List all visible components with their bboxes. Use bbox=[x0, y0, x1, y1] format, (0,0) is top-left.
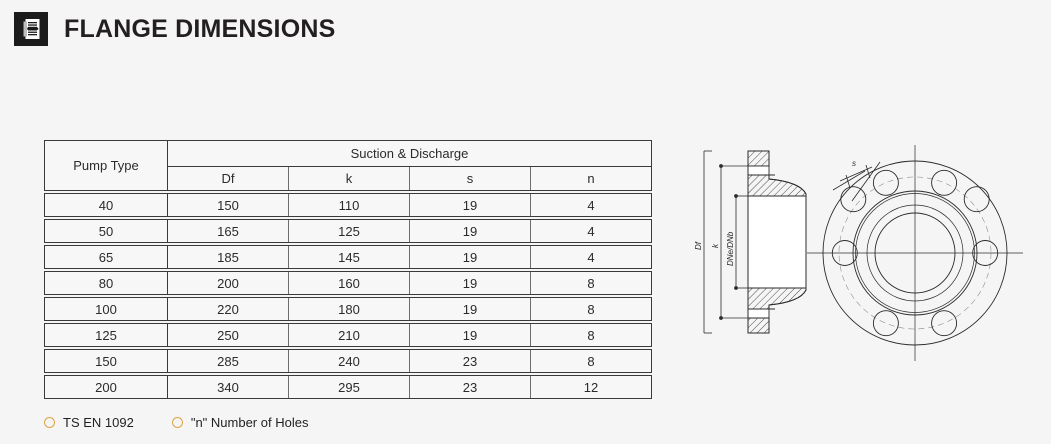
table-row: 65 185 145 19 4 bbox=[44, 245, 652, 269]
cell-s: 19 bbox=[410, 298, 531, 320]
legend-item-standard: TS EN 1092 bbox=[44, 415, 134, 430]
cell-pump-type: 65 bbox=[45, 246, 168, 268]
table-row: 50 165 125 19 4 bbox=[44, 219, 652, 243]
cell-pump-type: 100 bbox=[45, 298, 168, 320]
cell-k: 110 bbox=[289, 194, 410, 216]
legend-label: TS EN 1092 bbox=[63, 415, 134, 430]
cell-df: 220 bbox=[168, 298, 289, 320]
dimension-label-k: k bbox=[711, 243, 720, 248]
dimension-label-s: s bbox=[852, 159, 856, 168]
cell-df: 250 bbox=[168, 324, 289, 346]
bolt-hole bbox=[963, 186, 990, 213]
column-group-title: Suction & Discharge bbox=[168, 141, 651, 167]
cell-df: 150 bbox=[168, 194, 289, 216]
cell-df: 165 bbox=[168, 220, 289, 242]
table-row: 100 220 180 19 8 bbox=[44, 297, 652, 321]
cell-k: 295 bbox=[289, 376, 410, 398]
cell-n: 4 bbox=[587, 223, 595, 239]
page-title: FLANGE DIMENSIONS bbox=[64, 14, 336, 43]
bolt-hole bbox=[831, 240, 858, 266]
cell-n: 4 bbox=[587, 249, 595, 265]
cell-df: 200 bbox=[168, 272, 289, 294]
cell-k: 210 bbox=[289, 324, 410, 346]
circle-marker-icon bbox=[44, 417, 55, 428]
bolt-hole bbox=[872, 169, 899, 196]
table-row: 150 285 240 23 8 bbox=[44, 349, 652, 373]
cell-n: 8 bbox=[587, 301, 595, 317]
cell-s: 23 bbox=[410, 350, 531, 372]
cell-s: 19 bbox=[410, 272, 531, 294]
flange-dimensions-table: Pump Type Suction & Discharge Df k s n 4… bbox=[44, 140, 652, 401]
bolt-hole bbox=[972, 240, 999, 266]
cell-pump-type: 200 bbox=[45, 376, 168, 398]
legend-item-holes: "n" Number of Holes bbox=[171, 415, 309, 430]
legend: TS EN 1092 "n" Number of Holes bbox=[44, 415, 308, 430]
table-row: 200 340 295 23 12 bbox=[44, 375, 652, 399]
bolt-hole bbox=[872, 310, 899, 337]
flange-front-view bbox=[807, 145, 1023, 361]
dimension-label-dne-dnb: DNe/DNb bbox=[726, 231, 735, 266]
cell-s: 19 bbox=[410, 194, 531, 216]
table-body: 40 150 110 19 4 50 165 125 19 4 65 185 1… bbox=[44, 193, 652, 399]
dimension-label-df: Df bbox=[694, 241, 703, 250]
cell-k: 145 bbox=[289, 246, 410, 268]
cell-n: 4 bbox=[587, 197, 595, 213]
cell-n: 8 bbox=[587, 327, 595, 343]
circle-marker-icon bbox=[171, 417, 183, 428]
cell-k: 240 bbox=[289, 350, 410, 372]
table-row: 80 200 160 19 8 bbox=[44, 271, 652, 295]
column-header-k: k bbox=[289, 167, 410, 190]
legend-label: "n" Number of Holes bbox=[190, 415, 309, 430]
cell-df: 340 bbox=[168, 376, 289, 398]
cell-n: 8 bbox=[587, 353, 595, 369]
cell-df: 185 bbox=[168, 246, 289, 268]
bolt-hole bbox=[931, 169, 958, 196]
cell-pump-type: 80 bbox=[45, 272, 168, 294]
table-header: Pump Type Suction & Discharge Df k s n bbox=[44, 140, 652, 191]
table-row: 125 250 210 19 8 bbox=[44, 323, 652, 347]
bolt-hole bbox=[840, 186, 867, 213]
cell-k: 180 bbox=[289, 298, 410, 320]
cell-k: 125 bbox=[289, 220, 410, 242]
cell-s: 19 bbox=[410, 246, 531, 268]
flange-section-view bbox=[747, 150, 807, 334]
cell-n: 12 bbox=[583, 379, 599, 395]
cell-s: 23 bbox=[410, 376, 531, 398]
cell-df: 285 bbox=[168, 350, 289, 372]
cell-n: 8 bbox=[587, 275, 595, 291]
cell-pump-type: 40 bbox=[45, 194, 168, 216]
column-header-df: Df bbox=[168, 167, 289, 190]
column-header-s: s bbox=[410, 167, 531, 190]
bolt-hole bbox=[931, 310, 958, 337]
flange-technical-drawing: Df k DNe/DNb bbox=[690, 138, 1045, 370]
cell-s: 19 bbox=[410, 324, 531, 346]
cell-s: 19 bbox=[410, 220, 531, 242]
column-header-n: n bbox=[587, 171, 595, 186]
document-list-icon bbox=[14, 12, 48, 46]
cell-k: 160 bbox=[289, 272, 410, 294]
cell-pump-type: 150 bbox=[45, 350, 168, 372]
section-dimension-lines bbox=[703, 150, 748, 334]
bolt-hole-dimension-callout bbox=[832, 161, 881, 202]
page-header: FLANGE DIMENSIONS bbox=[14, 12, 335, 46]
cell-pump-type: 125 bbox=[45, 324, 168, 346]
column-header-pump-type: Pump Type bbox=[45, 141, 168, 190]
cell-pump-type: 50 bbox=[45, 220, 168, 242]
table-row: 40 150 110 19 4 bbox=[44, 193, 652, 217]
column-group-suction-discharge: Suction & Discharge Df k s n bbox=[168, 141, 651, 190]
